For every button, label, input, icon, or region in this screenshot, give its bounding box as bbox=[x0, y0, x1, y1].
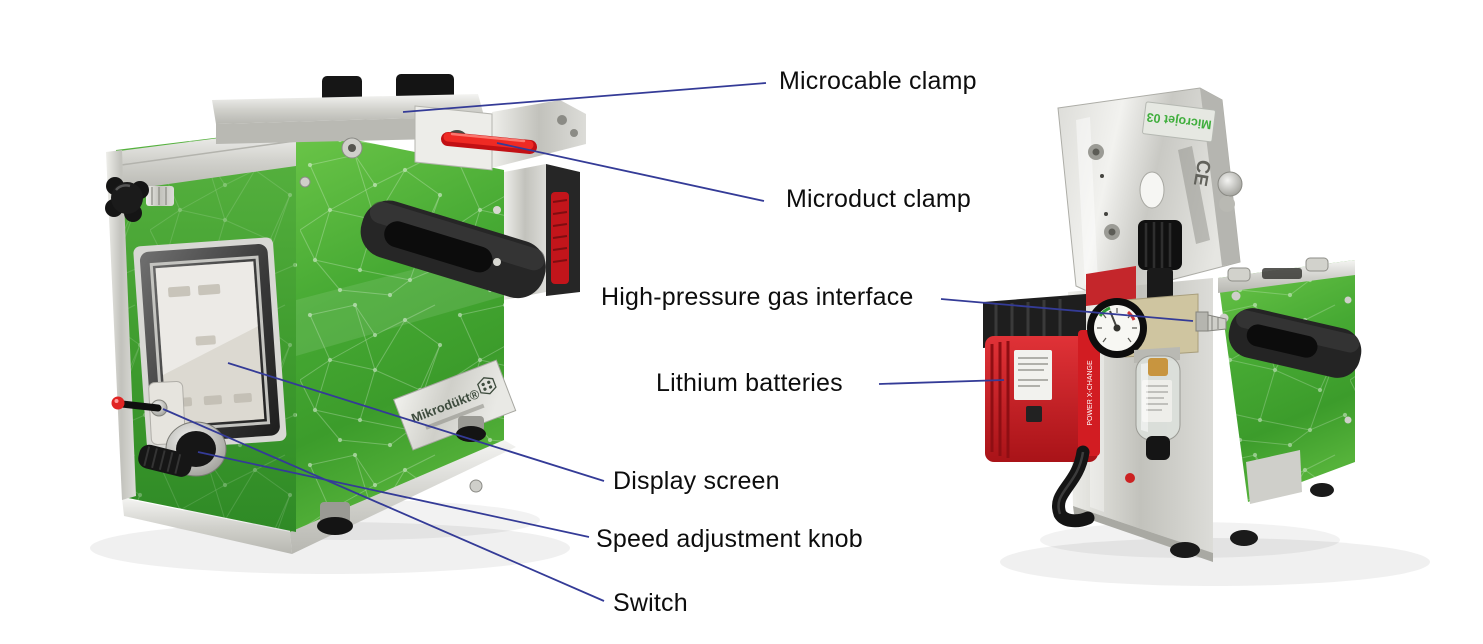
bracket bbox=[1086, 266, 1136, 306]
red-indicator bbox=[1125, 473, 1135, 483]
leader-line-high-pressure-gas-interface bbox=[940, 298, 1194, 322]
star-grip-knob bbox=[105, 177, 174, 222]
feet bbox=[317, 416, 486, 535]
machine-left-photo: Mikrodükt® bbox=[90, 74, 586, 574]
speed-adjustment-knob bbox=[138, 421, 227, 477]
air-filter bbox=[1134, 347, 1181, 460]
machine-right-photo: Microjet 03 CE bbox=[983, 87, 1430, 586]
label-microcable-clamp: Microcable clamp bbox=[779, 67, 977, 95]
leader-line-microcable-clamp bbox=[402, 82, 767, 113]
mikrodukt-logo-icon bbox=[477, 377, 497, 395]
gas-barb-fitting bbox=[1195, 311, 1227, 332]
open-lid-plate: Microjet 03 CE bbox=[1057, 87, 1243, 299]
lid-catch bbox=[1217, 171, 1243, 197]
rear-green-panel bbox=[1218, 257, 1362, 504]
leader-line-microduct-clamp bbox=[496, 142, 765, 202]
leader-line-display-screen bbox=[227, 362, 605, 482]
front-rail bbox=[112, 128, 296, 192]
leader-line-switch bbox=[162, 408, 605, 602]
feet bbox=[1170, 483, 1334, 558]
ce-mark: CE bbox=[1189, 158, 1214, 188]
lithium-battery: POWER X-CHANGE bbox=[983, 294, 1100, 528]
ce-chamfer bbox=[1178, 146, 1210, 244]
clamp-knob-icon bbox=[396, 74, 454, 100]
clamp-knob-icon bbox=[322, 76, 362, 102]
leader-lines bbox=[162, 82, 1194, 602]
leader-line-speed-adjustment-knob bbox=[197, 451, 590, 538]
microduct-clamp-block bbox=[414, 100, 586, 171]
battery-latch-strip bbox=[1078, 330, 1100, 456]
drain-valve bbox=[1146, 436, 1170, 460]
label-display-screen: Display screen bbox=[613, 467, 780, 495]
label-microduct-clamp: Microduct clamp bbox=[786, 185, 971, 213]
leader-line-lithium-batteries bbox=[878, 379, 1005, 385]
rear-handle bbox=[1228, 308, 1362, 378]
label-speed-adjustment-knob: Speed adjustment knob bbox=[596, 525, 863, 553]
lid-label: Microjet 03 bbox=[1142, 101, 1216, 143]
screws bbox=[299, 137, 501, 493]
battery-info-label bbox=[1014, 350, 1052, 400]
side-battery bbox=[504, 164, 580, 300]
label-switch: Switch bbox=[613, 589, 688, 617]
left-edge-extrusion bbox=[106, 150, 136, 500]
right-side-panel bbox=[290, 128, 504, 532]
switch-red-tip bbox=[111, 396, 125, 410]
pressure-gauge bbox=[1087, 298, 1147, 358]
shadow bbox=[1000, 538, 1430, 586]
carry-handle bbox=[360, 200, 546, 299]
label-high-pressure-gas-interface: High-pressure gas interface bbox=[601, 283, 914, 311]
label-lithium-batteries: Lithium batteries bbox=[656, 369, 843, 397]
rear-plate bbox=[1246, 450, 1302, 504]
battery-brand-text: POWER X-CHANGE bbox=[1087, 360, 1094, 426]
